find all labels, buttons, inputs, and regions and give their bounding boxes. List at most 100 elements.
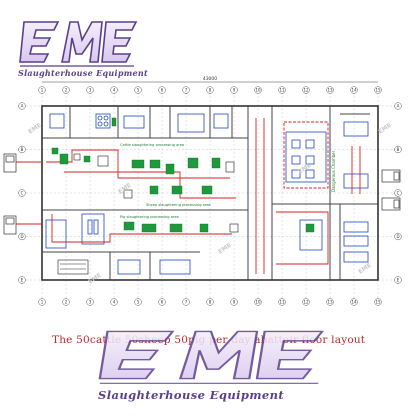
- svg-text:14: 14: [351, 88, 357, 93]
- label-pig-line: Pig slaughtering processing area: [120, 215, 179, 219]
- axis-bubble-bottom: 3: [86, 298, 94, 306]
- axis-bubble-bottom: 9: [230, 298, 238, 306]
- axis-bubble-bottom: 7: [182, 298, 190, 306]
- svg-text:6: 6: [161, 300, 164, 305]
- svg-text:15: 15: [375, 88, 381, 93]
- svg-text:11: 11: [279, 88, 285, 93]
- top-logo: [18, 14, 138, 88]
- axis-bubble-bottom: 15: [374, 298, 382, 306]
- svg-text:12: 12: [303, 88, 309, 93]
- label-right-area: Dangerous Chamber: [331, 150, 336, 192]
- svg-text:EME: EME: [217, 242, 233, 256]
- svg-text:4: 4: [113, 88, 116, 93]
- axis-bubble-top: 1: [38, 86, 46, 94]
- svg-text:C: C: [397, 191, 400, 196]
- axis-bubble-right: B: [394, 145, 402, 154]
- svg-text:9: 9: [233, 300, 236, 305]
- axis-bubble-top: 15: [374, 86, 382, 94]
- axis-bubble-right: A: [394, 102, 402, 110]
- axis-bubble-bottom: 11: [278, 298, 286, 306]
- svg-text:2: 2: [65, 88, 68, 93]
- svg-text:E: E: [21, 278, 24, 283]
- axis-bubble-right: E: [394, 276, 402, 284]
- svg-text:D: D: [396, 234, 399, 239]
- truck-left-bottom: [3, 215, 17, 235]
- svg-text:3: 3: [89, 300, 92, 305]
- axis-bubble-top: 13: [326, 86, 334, 94]
- axis-bubble-top: 2: [62, 86, 70, 94]
- axis-bubble-left: B: [18, 145, 26, 154]
- axis-bubble-bottom: 1: [38, 298, 46, 306]
- svg-text:EME: EME: [27, 122, 43, 136]
- svg-text:10: 10: [255, 88, 261, 93]
- axis-bubble-bottom: 8: [206, 298, 214, 306]
- svg-text:C: C: [21, 191, 24, 196]
- svg-text:EME: EME: [357, 262, 373, 276]
- axis-bubble-top: 11: [278, 86, 286, 94]
- truck-right-top: [381, 169, 401, 183]
- axis-bubble-left: D: [18, 232, 26, 241]
- svg-text:11: 11: [279, 300, 285, 305]
- svg-text:5: 5: [137, 300, 140, 305]
- axis-labels-left: A B C D E: [18, 102, 26, 284]
- svg-text:14: 14: [351, 300, 357, 305]
- equipment-green: [51, 117, 315, 233]
- axis-bubble-bottom: 10: [254, 298, 262, 306]
- axis-bubble-left: C: [18, 189, 26, 197]
- truck-right-bottom: [381, 197, 401, 211]
- svg-text:13: 13: [327, 88, 333, 93]
- axis-bubble-top: 14: [350, 86, 358, 94]
- svg-text:10: 10: [255, 300, 261, 305]
- axis-bubble-top: 4: [110, 86, 118, 94]
- svg-text:1: 1: [41, 300, 44, 305]
- axis-bubble-top: 12: [302, 86, 310, 94]
- svg-text:EME: EME: [117, 182, 133, 196]
- svg-text:1: 1: [41, 88, 44, 93]
- equipment-black: [57, 153, 239, 275]
- svg-text:D: D: [20, 234, 23, 239]
- axis-bubble-bottom: 2: [62, 298, 70, 306]
- svg-text:B: B: [397, 147, 400, 152]
- svg-text:7: 7: [185, 300, 188, 305]
- axis-bubble-top: 5: [134, 86, 142, 94]
- svg-text:5: 5: [137, 88, 140, 93]
- svg-text:8: 8: [209, 88, 212, 93]
- svg-text:EME: EME: [87, 272, 103, 286]
- svg-text:8: 8: [209, 300, 212, 305]
- axis-bubble-bottom: 13: [326, 298, 334, 306]
- dimension-line-top: 43000: [42, 76, 378, 83]
- svg-text:E: E: [397, 278, 400, 283]
- axis-bubble-bottom: 6: [158, 298, 166, 306]
- axis-bubble-left: A: [18, 102, 26, 110]
- bottom-logo: [96, 322, 326, 420]
- axis-labels-right: A B C D E: [394, 102, 402, 284]
- axis-bubble-top: 9: [230, 86, 238, 94]
- axis-bubble-bottom: 4: [110, 298, 118, 306]
- axis-bubble-left: E: [18, 276, 26, 284]
- eme-logo-mark-large: [98, 330, 325, 384]
- svg-text:7: 7: [185, 88, 188, 93]
- label-cattle-line: Cattle slaughtering processing area: [120, 143, 184, 147]
- eme-logo-mark: [19, 21, 138, 67]
- axis-bubble-right: C: [394, 189, 402, 197]
- svg-text:12: 12: [303, 300, 309, 305]
- axis-bubble-bottom: 14: [350, 298, 358, 306]
- axis-bubble-top: 3: [86, 86, 94, 94]
- svg-text:A: A: [397, 104, 400, 109]
- svg-text:9: 9: [233, 88, 236, 93]
- axis-bubble-top: 7: [182, 86, 190, 94]
- interior-walls: [42, 106, 378, 280]
- svg-text:B: B: [21, 147, 24, 152]
- axis-bubble-top: 10: [254, 86, 262, 94]
- axis-bubble-bottom: 5: [134, 298, 142, 306]
- bottom-logo-subtitle: Slaughterhouse Equipment: [98, 388, 285, 402]
- svg-text:EME: EME: [377, 122, 393, 136]
- svg-text:13: 13: [327, 300, 333, 305]
- axis-bubble-right: D: [394, 232, 402, 241]
- axis-bubble-top: 8: [206, 86, 214, 94]
- svg-text:2: 2: [65, 300, 68, 305]
- label-sheep-line: Sheep slaughtering processing area: [146, 203, 211, 207]
